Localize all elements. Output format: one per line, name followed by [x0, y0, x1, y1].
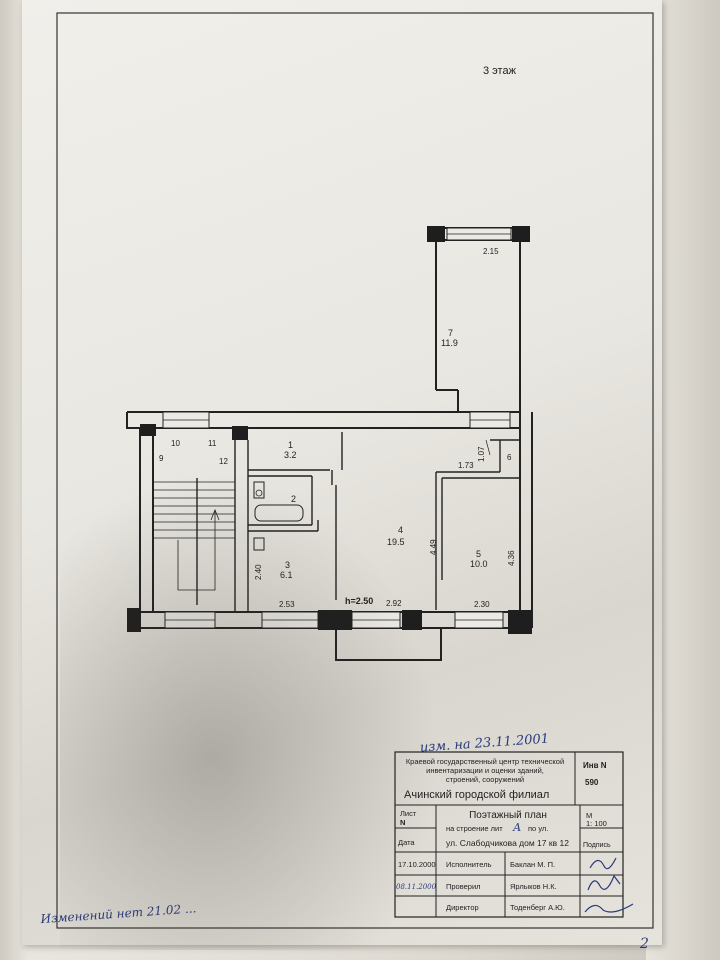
execution-date: 17.10.2000	[398, 860, 436, 869]
org-line-2: инвентаризации и оценки зданий,	[426, 766, 544, 775]
room-1-area: 3.2	[284, 450, 297, 460]
label-9: 9	[159, 454, 164, 463]
room-3-area: 6.1	[280, 570, 293, 580]
dim-4-36: 4.36	[507, 550, 516, 566]
director-role: Директор	[446, 903, 479, 912]
org-line-1: Краевой государственный центр техническо…	[406, 757, 564, 766]
dim-2-30: 2.30	[474, 600, 490, 609]
plan-title: Поэтажный план	[469, 810, 547, 821]
sink	[253, 481, 265, 499]
room-1-number: 1	[288, 440, 293, 450]
wall-piers	[127, 226, 532, 634]
title-block: изм. на 23.11.2001 Краевой государственн…	[394, 732, 634, 918]
floor-label: 3 этаж	[483, 65, 517, 77]
branch-name: Ачинский городской филиал	[404, 789, 549, 801]
document-sheet	[22, 0, 662, 945]
room-7-area: 11.9	[441, 338, 458, 348]
date-label: Дата	[398, 838, 415, 847]
bathtub	[254, 504, 304, 522]
subtitle-prefix: на строение лит	[446, 824, 503, 833]
page-number: 2	[639, 936, 649, 952]
room-3-number: 3	[285, 560, 290, 570]
drawing-frame	[56, 12, 654, 929]
inventory-label: Инв N	[583, 761, 607, 770]
sheet-number: N	[400, 818, 405, 827]
dim-1-07: 1.07	[477, 446, 486, 462]
room-2-number: 2	[291, 494, 296, 504]
address: ул. Слабодчикова дом 17 кв 12	[446, 838, 569, 848]
building-letter: А	[512, 821, 521, 834]
label-12: 12	[219, 457, 228, 466]
checker-signature	[587, 874, 621, 891]
stair-treads	[153, 481, 235, 591]
toilet-bowl	[255, 489, 263, 497]
room-4-number: 4	[398, 525, 403, 535]
scale-label: М	[586, 811, 592, 820]
director-signature	[584, 903, 634, 913]
sheet-label: Лист	[400, 809, 417, 818]
executor-signature	[589, 857, 617, 870]
dim-2-40: 2.40	[254, 564, 263, 580]
outer-walls	[126, 227, 533, 661]
dim-2-53: 2.53	[279, 600, 295, 609]
window-lines	[163, 233, 511, 621]
signature-label: Подпись	[583, 842, 611, 849]
room-7-number: 7	[448, 328, 453, 338]
check-date: 08.11.2000	[396, 883, 437, 891]
room-5-area: 10.0	[470, 559, 488, 569]
dim-balcony-width: 2.15	[483, 247, 499, 256]
door-swings	[234, 431, 491, 456]
handwritten-no-changes: Изменений нет 21.02 ...	[39, 901, 197, 926]
scale-value: 1: 100	[586, 819, 607, 828]
dim-1-73: 1.73	[458, 461, 474, 470]
label-10: 10	[171, 439, 180, 448]
executor-role: Исполнитель	[446, 860, 492, 869]
interior-walls	[196, 428, 520, 612]
subtitle-suffix: по ул.	[528, 824, 548, 833]
ceiling-height: h=2.50	[345, 596, 373, 606]
kitchen-sink	[253, 537, 265, 551]
director-name: Тоденберг А.Ю.	[510, 903, 565, 912]
dimension-labels: 10 11 9 12 6 2.15 1.73 1.07 4.49 4.36 2.…	[159, 247, 516, 609]
dim-4-49: 4.49	[429, 539, 438, 555]
inventory-number: 590	[585, 778, 599, 787]
org-line-3: строений, сооружений	[446, 775, 524, 784]
dim-2-92: 2.92	[386, 599, 402, 608]
label-11: 11	[208, 439, 217, 448]
checker-role: Проверил	[446, 882, 481, 891]
executor-name: Баклан М. П.	[510, 860, 555, 869]
room-4-area: 19.5	[387, 537, 405, 547]
checker-name: Ярлыков Н.К.	[510, 882, 557, 891]
room-5-number: 5	[476, 549, 481, 559]
label-6: 6	[507, 453, 512, 462]
